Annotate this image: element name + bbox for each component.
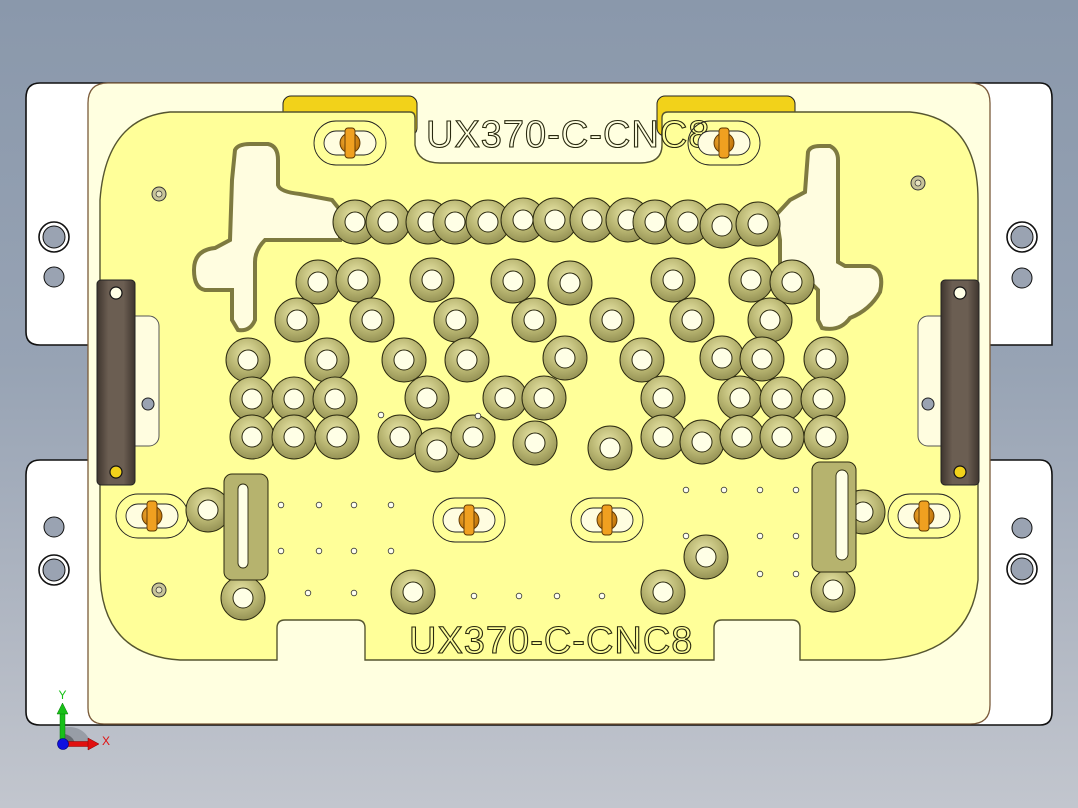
y-axis-label: Y: [59, 688, 67, 702]
clamp-bar-left[interactable]: [96, 279, 160, 486]
mount-hole-icon: [38, 221, 70, 253]
recess-right: [773, 144, 884, 331]
clamp-bar-right[interactable]: [917, 279, 980, 486]
coordinate-triad[interactable]: Y X: [56, 688, 110, 751]
mount-holes: [38, 221, 1038, 586]
x-axis-label: X: [102, 734, 110, 748]
engraving-top: UX370-C-CNC8: [426, 114, 710, 156]
z-axis-icon: [57, 738, 69, 750]
slide-slots: [223, 461, 857, 581]
corner-screws: [151, 175, 926, 598]
recess-left: [191, 142, 342, 333]
engraving-bottom: UX370-C-CNC8: [409, 620, 693, 662]
